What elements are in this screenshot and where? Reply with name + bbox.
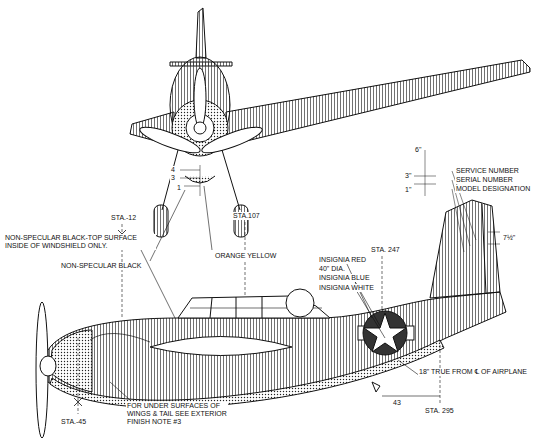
- callout-label: 40" DIA.: [318, 265, 346, 273]
- callout-label: FOR UNDER SURFACES OF WINGS & TAIL SEE E…: [126, 402, 228, 426]
- callout-label: 18" TRUE FROM ℄ OF AIRPLANE: [418, 368, 530, 376]
- callout-label: 43: [392, 399, 402, 407]
- callout-label: 1": [404, 186, 412, 194]
- callout-label: INSIGNIA BLUE: [318, 274, 371, 282]
- callout-label: 3": [404, 172, 412, 180]
- callout-label: INSIGNIA WHITE: [318, 284, 375, 292]
- callout-label: STA.107: [232, 212, 261, 220]
- callout-label: STA. 247: [370, 246, 401, 254]
- callout-label: 6": [414, 146, 422, 154]
- callout-label: STA. 295: [424, 407, 455, 415]
- callout-label: NON-SPECULAR BLACK-TOP SURFACE INSIDE OF…: [4, 234, 156, 250]
- callout-label: 3: [170, 174, 176, 182]
- callout-label: STA.-45: [60, 418, 87, 426]
- callout-label: SERVICE NUMBER: [455, 167, 520, 175]
- callout-label: MODEL DESIGNATION: [455, 185, 531, 193]
- callout-label: INSIGNIA RED: [318, 256, 367, 264]
- callout-label: SERIAL NUMBER: [455, 176, 514, 184]
- callout-label: NON-SPECULAR BLACK: [60, 262, 143, 270]
- callout-label: 4: [170, 166, 176, 174]
- callout-label: ORANGE YELLOW: [214, 252, 277, 260]
- callout-label: STA.-12: [110, 214, 137, 222]
- callout-label: 1: [176, 184, 182, 192]
- callout-label: 7½": [502, 234, 516, 242]
